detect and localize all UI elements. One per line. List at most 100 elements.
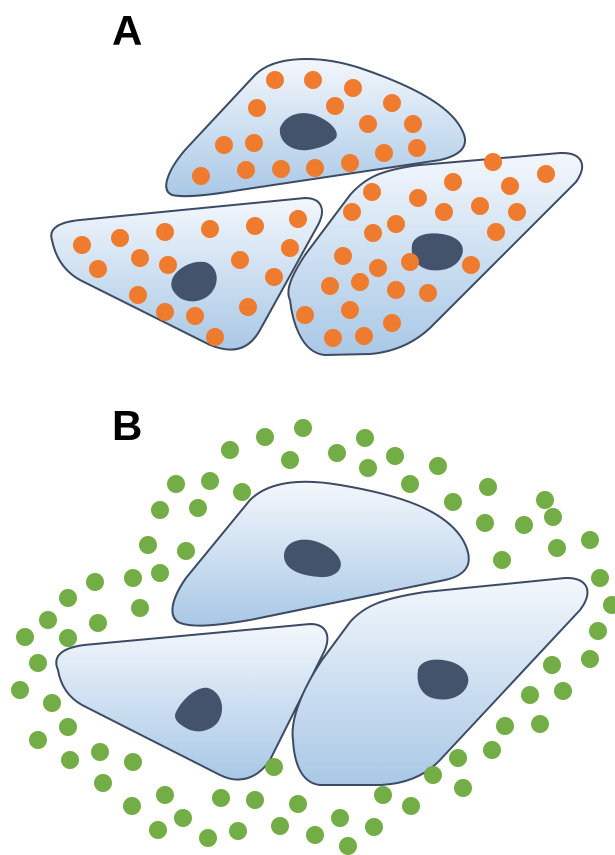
intracellular-particle xyxy=(508,203,526,221)
extracellular-particle xyxy=(29,731,47,749)
intracellular-particle xyxy=(383,314,401,332)
extracellular-particle xyxy=(476,514,494,532)
intracellular-particle xyxy=(131,249,149,267)
extracellular-particle xyxy=(328,444,346,462)
extracellular-particle xyxy=(603,596,615,614)
intracellular-particle xyxy=(281,239,299,257)
extracellular-particle xyxy=(39,611,57,629)
extracellular-particle xyxy=(271,817,289,835)
extracellular-particle xyxy=(331,809,349,827)
extracellular-particle xyxy=(246,791,264,809)
intracellular-particle xyxy=(89,260,107,278)
extracellular-particle xyxy=(444,493,462,511)
extracellular-particle xyxy=(548,539,566,557)
extracellular-particle xyxy=(521,686,539,704)
intracellular-particle xyxy=(201,220,219,238)
intracellular-particle xyxy=(487,223,505,241)
extracellular-particle xyxy=(123,797,141,815)
intracellular-particle xyxy=(401,253,419,271)
intracellular-particle xyxy=(408,139,426,157)
extracellular-particle xyxy=(401,475,419,493)
intracellular-particle xyxy=(484,153,502,171)
extracellular-particle xyxy=(424,766,442,784)
intracellular-particle xyxy=(156,223,174,241)
intracellular-particle xyxy=(409,189,427,207)
extracellular-particle xyxy=(174,809,192,827)
panel-b-label: B xyxy=(112,402,142,449)
intracellular-particle xyxy=(334,247,352,265)
intracellular-particle xyxy=(343,203,361,221)
intracellular-particle xyxy=(435,203,453,221)
extracellular-particle xyxy=(581,531,599,549)
intracellular-particle xyxy=(321,277,339,295)
intracellular-particle xyxy=(359,115,377,133)
extracellular-particle xyxy=(339,837,357,855)
extracellular-particle xyxy=(454,779,472,797)
extracellular-particle xyxy=(294,419,312,437)
extracellular-particle xyxy=(479,478,497,496)
extracellular-particle xyxy=(429,457,447,475)
intracellular-particle xyxy=(363,183,381,201)
intracellular-particle xyxy=(192,167,210,185)
extracellular-particle xyxy=(306,826,324,844)
intracellular-particle xyxy=(387,215,405,233)
intracellular-particle xyxy=(248,99,266,117)
extracellular-particle xyxy=(167,475,185,493)
extracellular-particle xyxy=(359,459,377,477)
intracellular-particle xyxy=(289,210,307,228)
intracellular-particle xyxy=(272,160,290,178)
extracellular-particle xyxy=(91,743,109,761)
intracellular-particle xyxy=(351,273,369,291)
intracellular-particle xyxy=(159,256,177,274)
intracellular-particle xyxy=(462,256,480,274)
intracellular-particle xyxy=(369,259,387,277)
extracellular-particle xyxy=(156,786,174,804)
extracellular-particle xyxy=(59,718,77,736)
extracellular-particle xyxy=(536,491,554,509)
extracellular-particle xyxy=(365,818,383,836)
panel-b: B xyxy=(11,402,615,855)
extracellular-particle xyxy=(16,628,34,646)
extracellular-particle xyxy=(131,599,149,617)
intracellular-particle xyxy=(364,224,382,242)
extracellular-particle xyxy=(543,656,561,674)
intracellular-particle xyxy=(344,79,362,97)
panel-a: A xyxy=(51,7,582,355)
intracellular-particle xyxy=(156,303,174,321)
intracellular-particle xyxy=(471,197,489,215)
intracellular-particle xyxy=(129,286,147,304)
intracellular-particle xyxy=(404,115,422,133)
intracellular-particle xyxy=(246,217,264,235)
intracellular-particle xyxy=(296,306,314,324)
extracellular-particle xyxy=(151,501,169,519)
intracellular-particle xyxy=(383,94,401,112)
extracellular-particle xyxy=(151,564,169,582)
intracellular-particle xyxy=(215,136,233,154)
extracellular-particle xyxy=(544,508,562,526)
intracellular-particle xyxy=(245,134,263,152)
extracellular-particle xyxy=(86,573,104,591)
extracellular-particle xyxy=(124,753,142,771)
extracellular-particle xyxy=(139,536,157,554)
intracellular-particle xyxy=(341,154,359,172)
extracellular-particle xyxy=(581,650,599,668)
extracellular-particle xyxy=(59,629,77,647)
extracellular-particle xyxy=(199,829,217,847)
extracellular-particle xyxy=(496,717,514,735)
extracellular-particle xyxy=(515,516,533,534)
extracellular-particle xyxy=(89,614,107,632)
intracellular-particle xyxy=(419,284,437,302)
extracellular-particle xyxy=(289,795,307,813)
intracellular-particle xyxy=(239,298,257,316)
extracellular-particle xyxy=(29,654,47,672)
extracellular-particle xyxy=(212,789,230,807)
extracellular-particle xyxy=(43,694,61,712)
extracellular-particle xyxy=(449,749,467,767)
extracellular-particle xyxy=(483,741,501,759)
extracellular-particle xyxy=(201,472,219,490)
intracellular-particle xyxy=(73,236,91,254)
extracellular-particle xyxy=(61,751,79,769)
extracellular-particle xyxy=(177,542,195,560)
extracellular-particle xyxy=(256,428,274,446)
intracellular-particle xyxy=(501,177,519,195)
